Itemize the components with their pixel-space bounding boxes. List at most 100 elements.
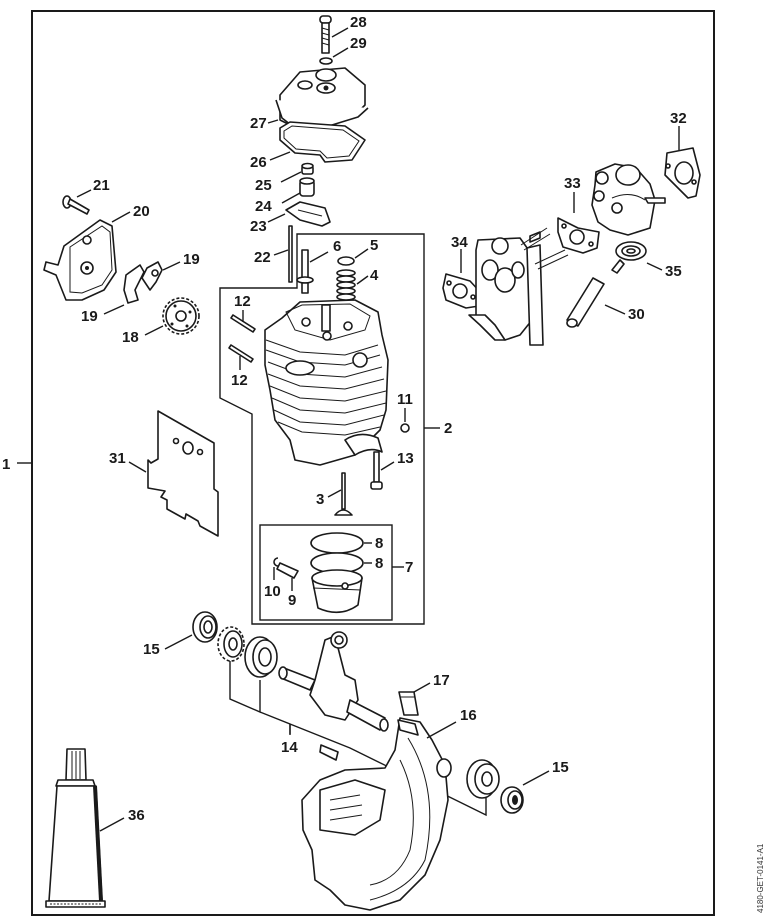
sprocket	[217, 626, 245, 662]
label-15b[interactable]: 15	[552, 759, 569, 776]
leader-25	[280, 171, 302, 183]
label-9[interactable]: 9	[288, 592, 296, 609]
label-6[interactable]: 6	[333, 238, 341, 255]
label-1[interactable]: 1	[2, 456, 10, 473]
washer-11	[400, 423, 410, 433]
carburetor	[591, 163, 666, 236]
label-20[interactable]: 20	[133, 203, 150, 220]
group-7-box	[259, 524, 393, 621]
leader-30	[604, 304, 626, 315]
label-12b[interactable]: 12	[231, 372, 248, 389]
bearing-14b	[466, 759, 500, 799]
leader-6	[309, 251, 329, 263]
gasket-34	[442, 273, 483, 309]
label-27[interactable]: 27	[250, 115, 267, 132]
screw-13	[370, 451, 383, 490]
label-19b[interactable]: 19	[81, 308, 98, 325]
leader-24	[281, 192, 301, 204]
label-14[interactable]: 14	[281, 739, 298, 756]
label-4[interactable]: 4	[370, 267, 379, 284]
stud-6	[296, 249, 314, 294]
leader-21	[76, 189, 92, 198]
label-34[interactable]: 34	[451, 234, 468, 251]
dowel-pin-12b	[228, 344, 254, 363]
dowel-pin-12a	[230, 314, 256, 333]
bearing-15a	[192, 611, 218, 643]
label-13[interactable]: 13	[397, 450, 414, 467]
label-12a[interactable]: 12	[234, 293, 251, 310]
cylinder	[264, 299, 389, 466]
label-25[interactable]: 25	[255, 177, 272, 194]
grease-tube-36	[45, 748, 106, 908]
drawing-id: 4180-GET-0141-A1	[756, 843, 765, 913]
intake-manifold	[468, 227, 569, 346]
label-31[interactable]: 31	[109, 450, 126, 467]
sleeve-24	[299, 177, 315, 197]
leader-19b	[103, 304, 125, 315]
label-22[interactable]: 22	[254, 249, 271, 266]
label-16[interactable]: 16	[460, 707, 477, 724]
cover-20	[43, 219, 117, 301]
label-5[interactable]: 5	[370, 237, 378, 254]
label-24[interactable]: 24	[255, 198, 272, 215]
primer-bulb-35	[611, 241, 647, 274]
crankcase-16	[301, 717, 452, 911]
piston-pin-9	[276, 562, 299, 579]
leader-13	[380, 461, 395, 471]
screw-28	[319, 15, 332, 54]
leader-4	[356, 275, 369, 285]
leader-26	[269, 151, 291, 161]
leader-35	[646, 262, 663, 271]
piston	[311, 569, 363, 614]
guide-plate-23	[285, 201, 331, 227]
leader-16	[426, 721, 457, 739]
label-32[interactable]: 32	[670, 110, 687, 127]
label-18[interactable]: 18	[122, 329, 139, 346]
rocker-arm-19b	[123, 264, 145, 304]
label-19a[interactable]: 19	[183, 251, 200, 268]
label-29[interactable]: 29	[350, 35, 367, 52]
spring-4	[336, 269, 356, 301]
label-15a[interactable]: 15	[143, 641, 160, 658]
label-3[interactable]: 3	[316, 491, 324, 508]
piston-ring-8a	[310, 532, 364, 554]
leader-36	[99, 817, 125, 832]
label-35[interactable]: 35	[665, 263, 682, 280]
label-17[interactable]: 17	[433, 672, 450, 689]
group-2-bracket	[219, 233, 425, 625]
label-36[interactable]: 36	[128, 807, 145, 824]
label-21[interactable]: 21	[93, 177, 110, 194]
label-8a[interactable]: 8	[375, 535, 383, 552]
leader-31	[128, 461, 147, 473]
label-8b[interactable]: 8	[375, 555, 383, 572]
oil-seal-15b	[500, 786, 524, 814]
washer-29	[319, 57, 333, 65]
leader-20	[111, 211, 131, 223]
label-11[interactable]: 11	[397, 391, 413, 408]
gasket-plate-31	[147, 410, 219, 537]
label-23[interactable]: 23	[250, 218, 267, 235]
gear-18	[162, 297, 200, 335]
valve-3	[334, 472, 353, 516]
gasket-32	[664, 147, 701, 199]
hose-30	[566, 277, 605, 328]
leader-17	[413, 682, 431, 693]
leader-23	[267, 213, 286, 223]
crankshaft	[278, 631, 389, 732]
push-rod-22	[288, 225, 293, 283]
leader-29	[332, 47, 349, 58]
label-30[interactable]: 30	[628, 306, 645, 323]
label-26[interactable]: 26	[250, 154, 267, 171]
label-28[interactable]: 28	[350, 14, 367, 31]
label-2[interactable]: 2	[444, 420, 452, 437]
label-33[interactable]: 33	[564, 175, 581, 192]
screw-21	[62, 195, 90, 215]
label-10[interactable]: 10	[264, 583, 281, 600]
leader-18	[144, 325, 164, 336]
nut-25	[301, 162, 314, 175]
label-7[interactable]: 7	[405, 559, 413, 576]
bearing-14	[244, 636, 278, 678]
leader-27	[267, 119, 279, 124]
leader-22	[273, 249, 289, 256]
